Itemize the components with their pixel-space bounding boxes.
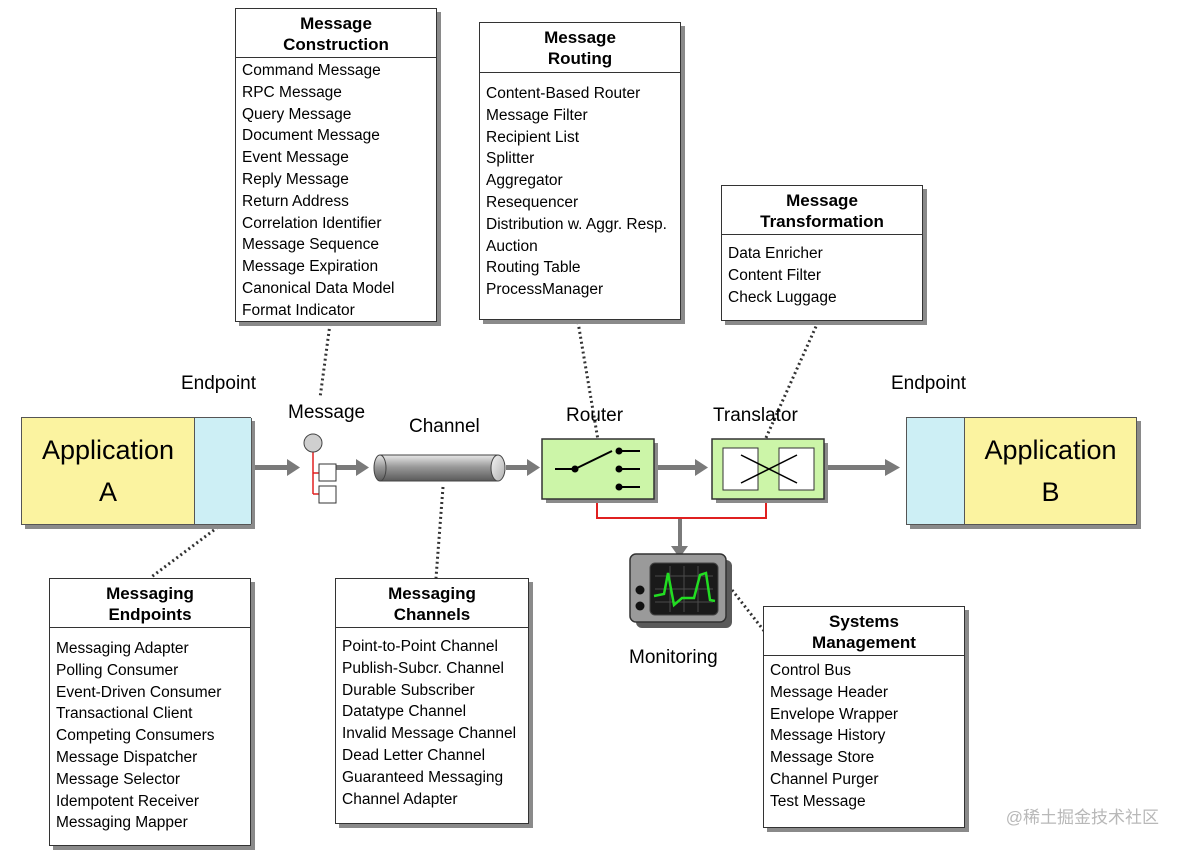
pattern-item: Message Store	[770, 749, 875, 767]
pattern-item: Distribution w. Aggr. Resp.	[486, 215, 667, 233]
endpoint-b	[907, 418, 965, 524]
pattern-item: Message Dispatcher	[56, 748, 198, 766]
pattern-item: Competing Consumers	[56, 727, 215, 745]
pattern-item: Guaranteed Messaging	[342, 768, 504, 786]
pattern-item: Envelope Wrapper	[770, 705, 899, 723]
connector-endpoints	[149, 525, 219, 580]
connector-construction	[318, 323, 332, 399]
pattern-item: Command Message	[242, 62, 381, 79]
pattern-item: Messaging Adapter	[56, 640, 189, 657]
monitoring-label: Monitoring	[629, 647, 718, 668]
pattern-item: Control Bus	[770, 662, 851, 679]
box-title: Message Transformation	[722, 186, 922, 235]
connector-channels	[434, 486, 445, 579]
connector-management	[730, 589, 767, 633]
application-a-label-2: A	[98, 477, 117, 507]
application-b-label-2: B	[1041, 477, 1060, 507]
pattern-item: Return Address	[242, 192, 349, 210]
pattern-item: Content-Based Router	[486, 85, 641, 102]
pattern-item: Auction	[486, 237, 538, 255]
router-icon	[541, 438, 658, 503]
application-a-label-1: Application	[41, 435, 175, 465]
pattern-item: Splitter	[486, 150, 535, 168]
box-title: Messaging Channels	[336, 579, 528, 628]
pattern-item: Channel Purger	[770, 770, 879, 788]
application-a: Application A	[21, 417, 252, 525]
pattern-item: Datatype Channel	[342, 703, 467, 721]
box-title: Systems Management	[764, 607, 964, 656]
pattern-item: Message Sequence	[242, 236, 380, 254]
pattern-item: Polling Consumer	[56, 661, 179, 679]
pattern-item: ProcessManager	[486, 281, 604, 299]
pattern-item: Recipient List	[486, 128, 580, 146]
pattern-item: Resequencer	[486, 193, 579, 211]
pattern-item: Format Indicator	[242, 301, 355, 319]
pattern-item: Reply Message	[242, 170, 349, 188]
pattern-item: Idempotent Receiver	[56, 792, 200, 810]
pattern-item: Publish-Subcr. Channel	[342, 659, 504, 677]
pattern-item: Content Filter	[728, 266, 822, 284]
dotted-connectors	[149, 321, 820, 633]
pattern-item: Durable Subscriber	[342, 681, 475, 699]
monitor-icon	[629, 553, 732, 628]
application-b-label-1: Application	[984, 435, 1117, 465]
pattern-item: Canonical Data Model	[242, 279, 395, 297]
pattern-item: Message Header	[770, 683, 889, 701]
endpoint-a	[194, 418, 252, 524]
box-title: Messaging Endpoints	[50, 579, 250, 628]
pattern-item: RPC Message	[242, 83, 342, 101]
box-title: Message Construction	[236, 9, 436, 58]
connector-transformation	[763, 321, 820, 441]
pattern-item: Check Luggage	[728, 288, 837, 306]
monitoring-wire	[596, 500, 767, 519]
box-title: Message Routing	[480, 23, 680, 73]
pattern-item: Event Message	[242, 149, 349, 167]
translator-label: Translator	[713, 405, 798, 426]
pattern-item: Document Message	[242, 127, 380, 145]
flow-arrows	[250, 459, 900, 558]
watermark: @稀土掘金技术社区	[1005, 808, 1159, 827]
pattern-item: Aggregator	[486, 172, 563, 190]
pattern-item: Channel Adapter	[342, 790, 458, 808]
pattern-item: Transactional Client	[56, 705, 193, 723]
router-label: Router	[566, 405, 624, 426]
pattern-item: Correlation Identifier	[242, 214, 382, 232]
pattern-item: Test Message	[770, 792, 866, 810]
pattern-item: Messaging Mapper	[56, 814, 188, 832]
pattern-item: Invalid Message Channel	[342, 725, 517, 743]
message-icon	[303, 433, 337, 504]
application-b: Application B	[906, 417, 1137, 525]
endpoint-left-label: Endpoint	[181, 373, 257, 394]
pattern-item: Routing Table	[486, 259, 581, 277]
pattern-item: Point-to-Point Channel	[342, 638, 498, 655]
endpoint-right-label: Endpoint	[891, 373, 967, 394]
pattern-item: Dead Letter Channel	[342, 746, 486, 764]
pattern-item: Message Selector	[56, 770, 181, 788]
pattern-item: Event-Driven Consumer	[56, 683, 222, 701]
pattern-item: Query Message	[242, 105, 352, 123]
pattern-item: Message Filter	[486, 106, 588, 124]
pattern-item: Message Expiration	[242, 258, 379, 276]
pattern-item: Data Enricher	[728, 245, 823, 262]
pattern-item: Message History	[770, 727, 886, 745]
channel-label: Channel	[409, 416, 480, 437]
translator-icon	[711, 438, 828, 503]
messaging-channels-box: Messaging Channels Point-to-Point Channe…	[335, 578, 529, 824]
channel-pipe-icon	[373, 454, 506, 482]
message-label: Message	[288, 402, 366, 423]
